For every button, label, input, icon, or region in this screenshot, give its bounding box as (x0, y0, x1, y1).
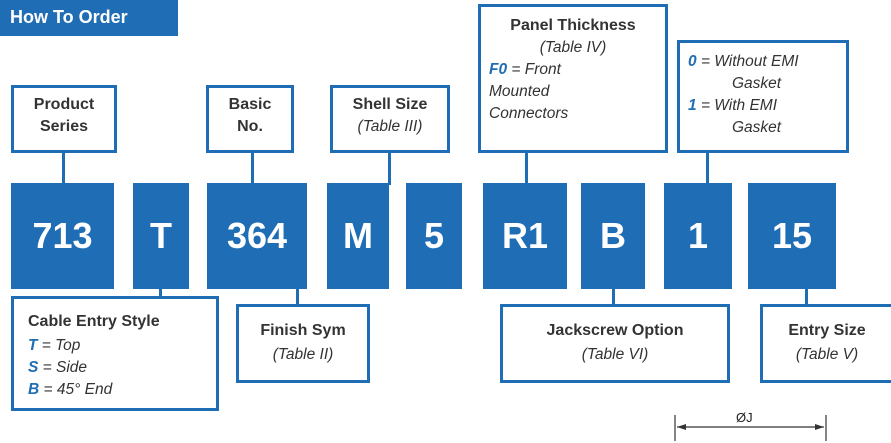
shell-size-table: (Table III) (357, 118, 423, 135)
code-segment-panel: R1 (483, 183, 567, 289)
finish-sym-title: Finish Sym (260, 322, 346, 339)
code-segment-basic-no: 364 (207, 183, 307, 289)
basic-no-box: Basic No. (206, 85, 294, 153)
page-title: How To Order (0, 0, 178, 36)
emi-desc: = Without EMI (700, 53, 799, 70)
connector-line (612, 287, 615, 312)
panel-thickness-desc: Mounted (489, 83, 550, 100)
product-series-box: Product Series (11, 85, 117, 153)
cable-entry-desc: = Side (42, 359, 88, 376)
panel-thickness-desc: = Front (511, 61, 561, 78)
connector-line (251, 150, 254, 185)
code-segment-emi: 1 (664, 183, 732, 289)
entry-size-box: Entry Size (Table V) (760, 304, 891, 383)
product-series-label: Product (33, 96, 95, 113)
panel-thickness-box: Panel Thickness (Table IV) F0 = Front Mo… (478, 4, 668, 153)
connector-line (706, 150, 709, 185)
emi-key-1: 1 (688, 97, 697, 114)
cable-entry-desc: = 45° End (43, 381, 113, 398)
emi-gasket-box: 0 = Without EMI Gasket 1 = With EMI Gask… (677, 40, 849, 153)
cable-entry-key: B (28, 381, 40, 398)
entry-size-table: (Table V) (795, 346, 859, 363)
connector-line (525, 150, 528, 185)
basic-no-label: Basic (228, 96, 272, 113)
emi-key-0: 0 (688, 53, 697, 70)
code-segment-finish: M (327, 183, 389, 289)
shell-size-box: Shell Size (Table III) (330, 85, 450, 153)
shell-size-title: Shell Size (352, 96, 428, 113)
dimension-label: ØJ (732, 410, 757, 425)
connector-line (62, 150, 65, 185)
cable-entry-box: Cable Entry Style T = Top S = Side B = 4… (11, 296, 219, 411)
finish-sym-table: (Table II) (272, 346, 334, 363)
emi-desc: = With EMI (700, 97, 778, 114)
jackscrew-title: Jackscrew Option (546, 322, 684, 339)
entry-size-title: Entry Size (788, 322, 866, 339)
cable-entry-desc: = Top (41, 337, 81, 354)
panel-thickness-table: (Table IV) (539, 39, 607, 56)
panel-thickness-key: F0 (489, 61, 508, 78)
finish-sym-box: Finish Sym (Table II) (236, 304, 370, 383)
cable-entry-key: S (28, 359, 39, 376)
jackscrew-table: (Table VI) (581, 346, 649, 363)
code-segment-jackscrew: B (581, 183, 645, 289)
connector-line (388, 150, 391, 185)
panel-thickness-desc: Connectors (489, 105, 569, 122)
code-segment-shell-size: 5 (406, 183, 462, 289)
product-series-label: Series (39, 118, 89, 135)
code-segment-series: 713 (11, 183, 114, 289)
panel-thickness-title: Panel Thickness (510, 17, 636, 34)
cable-entry-title: Cable Entry Style (28, 313, 160, 330)
code-segment-cable-entry: T (133, 183, 189, 289)
cable-entry-key: T (28, 337, 38, 354)
basic-no-label: No. (237, 118, 263, 135)
code-segment-entry-size: 15 (748, 183, 836, 289)
jackscrew-box: Jackscrew Option (Table VI) (500, 304, 730, 383)
connector-line (805, 287, 808, 312)
connector-line (296, 287, 299, 312)
emi-desc: Gasket (732, 119, 782, 136)
emi-desc: Gasket (732, 75, 782, 92)
